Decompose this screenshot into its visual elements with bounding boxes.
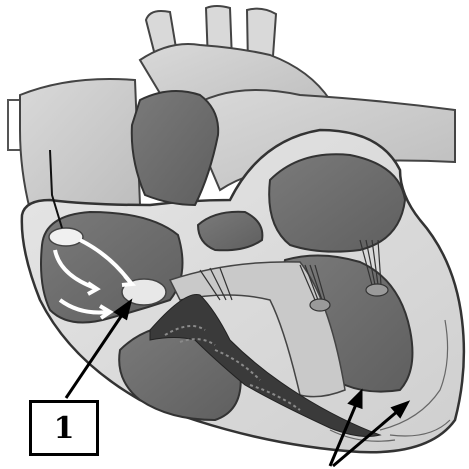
upper-right-chamber: [269, 154, 405, 251]
middle-chamber: [198, 212, 262, 251]
left-atrium: [132, 91, 218, 205]
label-number: 1: [54, 411, 75, 446]
label-box-1: 1: [29, 400, 99, 456]
sa-node: [49, 228, 83, 246]
